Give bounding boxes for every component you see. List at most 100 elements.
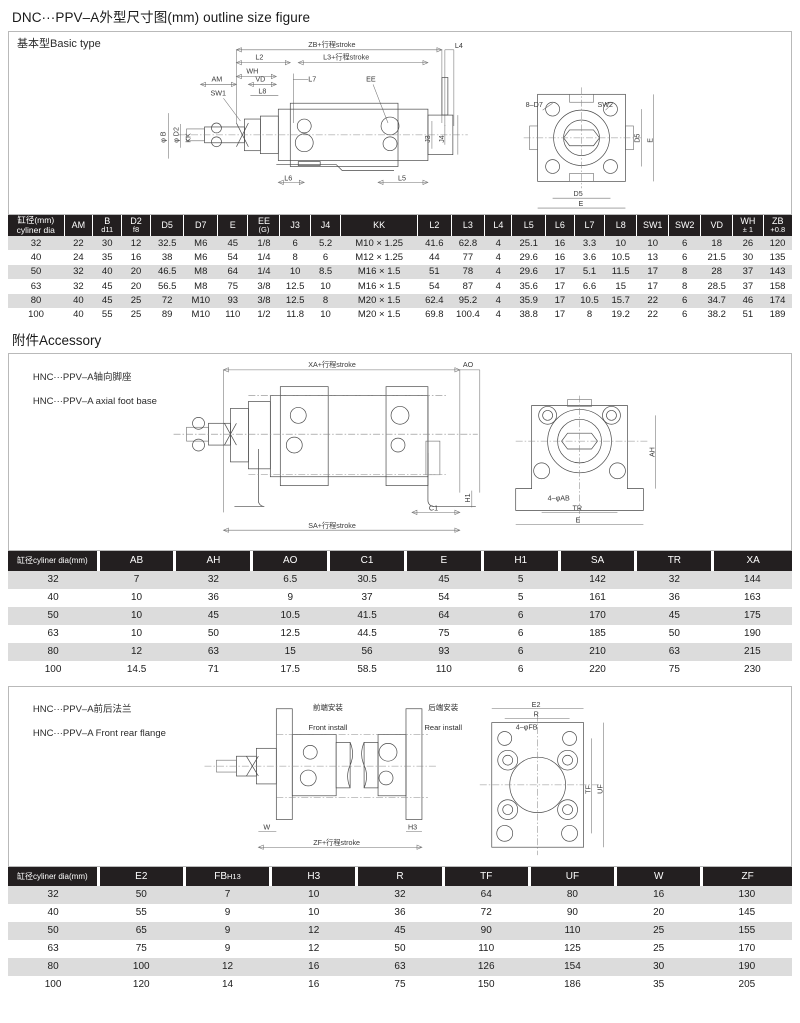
table1-cell: 13 — [636, 250, 669, 265]
table1-cell: 100.4 — [451, 307, 485, 323]
table3-cell: 16 — [615, 885, 702, 904]
dim-e-end: E — [576, 517, 581, 525]
table1-cell: 5.1 — [574, 264, 605, 280]
dim-l7: L7 — [308, 75, 316, 83]
table1-cell: 1/2 — [247, 307, 280, 323]
table1-cell: 62.4 — [417, 293, 452, 308]
figure-flange-label-en: HNC···PPV–A Front rear flange — [32, 728, 166, 740]
table2-cell: 6 — [482, 660, 560, 679]
th-wh-label: WH — [740, 216, 756, 227]
table3-cell: 205 — [701, 975, 792, 994]
table2-cell: 54 — [405, 588, 483, 607]
table3-cell: 20 — [615, 903, 702, 922]
table3-cell: 150 — [443, 975, 530, 994]
th-vd-label: VD — [710, 220, 723, 231]
dim-h1: H1 — [464, 494, 472, 503]
dim-l8: L8 — [258, 87, 266, 95]
table3-cell: 7 — [184, 885, 271, 904]
foot-base-drawing: XA+行程stroke AO — [173, 360, 656, 534]
table1-cell: 17 — [545, 307, 575, 323]
table1-cell: 3/8 — [247, 279, 280, 294]
rear-install-note: 后端安装 Rear install — [412, 693, 463, 744]
th-l7-label: L7 — [584, 220, 595, 231]
table2-cell: 32 — [174, 570, 252, 589]
table2-cell: 41.5 — [328, 606, 406, 625]
table1-cell: 8.5 — [310, 264, 341, 280]
table1-cell: 87 — [451, 279, 485, 294]
dim-sa-stroke: SA+行程stroke — [308, 522, 356, 531]
dim-e-h: E — [579, 200, 584, 208]
table3-cell: 12 — [270, 921, 357, 940]
table3-cell: 130 — [701, 885, 792, 904]
th3-cylinder-dia-label: 缸径cyliner dia(mm) — [16, 871, 88, 881]
table1-cell: 72 — [150, 293, 184, 308]
figure-foot-label-en: HNC···PPV–A axial foot base — [32, 396, 157, 407]
table2-cell: 10.5 — [251, 606, 329, 625]
dim-l4: L4 — [455, 42, 463, 50]
dim-l3-stroke: L3+行程stroke — [323, 53, 369, 62]
th-e: E — [217, 215, 249, 237]
table3-cell: 75 — [98, 939, 185, 958]
table3-cell: 64 — [443, 885, 530, 904]
table2-cell: 163 — [712, 588, 792, 607]
table1-cell: 4 — [484, 293, 512, 308]
table3-cell: 45 — [356, 921, 444, 940]
table2-cell: 5 — [482, 570, 560, 589]
table1-cell: 6 — [668, 250, 701, 265]
table1-cell: 6 — [668, 293, 701, 308]
table1-cell: 4 — [484, 250, 512, 265]
table3-cell: 32 — [8, 885, 99, 904]
th-d5-label: D5 — [161, 220, 173, 231]
table3-cell: 12 — [270, 939, 357, 958]
table2-cell: 161 — [559, 588, 636, 607]
th-sw1: SW1 — [636, 215, 670, 237]
table1-cell: 16 — [545, 236, 575, 251]
th-l3-label: L3 — [462, 220, 473, 231]
table2-header-row: 缸径cyliner dia(mm) AB AH AO C1 E H1 SA TR… — [8, 551, 792, 571]
table2-cell: 110 — [405, 660, 483, 679]
table1-cell: M6 — [183, 236, 218, 251]
table1-cell: M16 × 1.5 — [340, 279, 418, 294]
table3-cell: 50 — [356, 939, 444, 958]
front-install-note: 前端安装 Front install — [296, 693, 348, 744]
dim-sw2: SW2 — [597, 101, 613, 109]
table1-cell: 46 — [732, 293, 764, 308]
table1-cell: M6 — [183, 250, 218, 265]
table1-cell: 1/4 — [247, 264, 280, 280]
table2-cell: 185 — [559, 624, 636, 643]
dim-am: AM — [211, 75, 222, 83]
table1-cell: 75 — [217, 279, 248, 294]
table1-cell: 45 — [217, 236, 248, 251]
table1-cell: 78 — [451, 264, 485, 280]
th2-ab: AB — [98, 551, 177, 571]
table1-cell: M8 — [183, 264, 218, 280]
table1-cell: 10.5 — [604, 250, 637, 265]
th-l7: L7 — [574, 215, 606, 237]
dim-phi-b: φ B — [160, 131, 168, 143]
table3-cell: 110 — [529, 921, 616, 940]
table3-cell: 170 — [701, 939, 792, 958]
th2-c1: C1 — [328, 551, 407, 571]
figure-foot-label-cn: HNC···PPV–A轴向脚座 — [32, 372, 132, 384]
table1-cell: 40 — [8, 250, 64, 265]
th2-e: E — [405, 551, 484, 571]
table-flange-dimensions: 缸径cyliner dia(mm) E2 FBH13 H3 R TF UF W … — [8, 866, 792, 994]
table1-cell: 38.8 — [511, 307, 546, 323]
table3-cell: 72 — [443, 903, 530, 922]
table3-cell: 55 — [98, 903, 185, 922]
th-l2-label: L2 — [429, 220, 440, 231]
table1-cell: M20 × 1.5 — [340, 293, 418, 308]
table1-cell: M20 × 1.5 — [340, 307, 418, 323]
table2-cell: 10 — [98, 588, 175, 607]
th-am: AM — [64, 215, 94, 237]
th3-tf: TF — [443, 866, 531, 886]
table3-cell: 63 — [356, 957, 444, 976]
th-d5: D5 — [150, 215, 185, 237]
table2-cell: 63 — [174, 642, 252, 661]
table1-cell: 41.6 — [417, 236, 452, 251]
table2-cell: 170 — [559, 606, 636, 625]
table1-cell: 110 — [217, 307, 248, 323]
